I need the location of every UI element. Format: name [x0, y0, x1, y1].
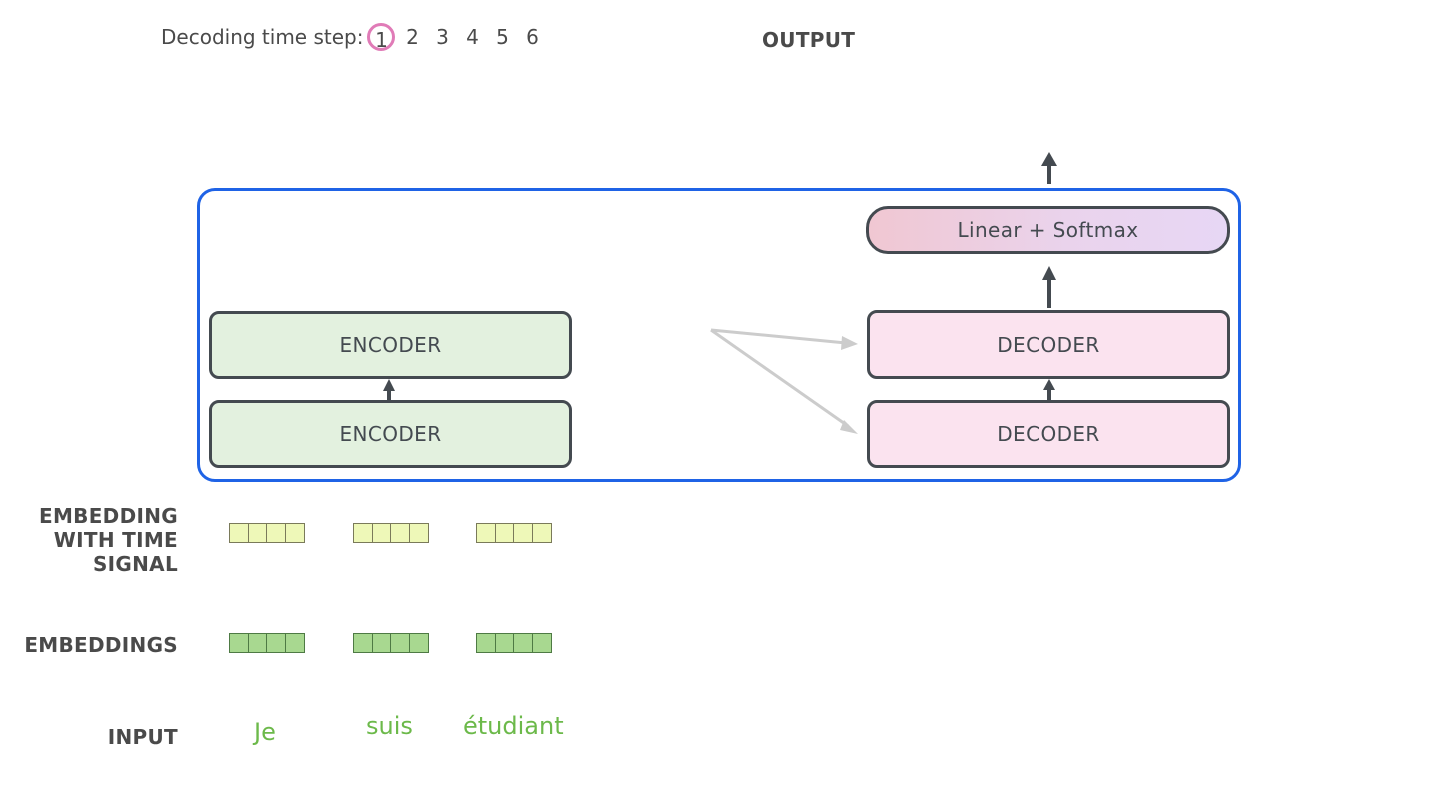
- time-signal-vector-1: [229, 523, 305, 543]
- time-step-3: 3: [436, 25, 449, 49]
- time-signal-vector-2: [353, 523, 429, 543]
- linear-softmax-block: Linear + Softmax: [866, 206, 1230, 254]
- time-step-5: 5: [496, 25, 509, 49]
- decoding-time-step-label: Decoding time step:: [161, 25, 364, 49]
- decoder-block-bottom: DECODER: [867, 400, 1230, 468]
- input-word-1: Je: [254, 718, 276, 746]
- encoder-block-top: ENCODER: [209, 311, 572, 379]
- transformer-container: [197, 188, 1241, 482]
- input-label: INPUT: [107, 725, 178, 749]
- embedding-vector-2: [353, 633, 429, 653]
- arrow-softmax-to-output: [1041, 152, 1057, 184]
- embedding-vector-1: [229, 633, 305, 653]
- input-word-3: étudiant: [463, 712, 564, 740]
- time-step-1: 1: [367, 23, 396, 52]
- time-step-4: 4: [466, 25, 479, 49]
- embedding-with-time-signal-line-3: SIGNAL: [92, 552, 178, 576]
- time-step-2: 2: [406, 25, 419, 49]
- embedding-with-time-signal-line-1: EMBEDDING: [39, 504, 178, 528]
- decoder-block-top: DECODER: [867, 310, 1230, 379]
- encoder-block-bottom: ENCODER: [209, 400, 572, 468]
- embedding-with-time-signal-line-2: WITH TIME: [53, 528, 178, 552]
- embedding-with-time-signal-label: EMBEDDING WITH TIME SIGNAL: [39, 504, 178, 576]
- time-step-6: 6: [526, 25, 539, 49]
- input-word-2: suis: [366, 712, 413, 740]
- embeddings-label: EMBEDDINGS: [24, 633, 178, 657]
- decoding-time-step-row: Decoding time step: 1 2 3 4 5 6: [161, 22, 547, 52]
- embedding-vector-3: [476, 633, 552, 653]
- time-signal-vector-3: [476, 523, 552, 543]
- output-label: OUTPUT: [762, 28, 856, 52]
